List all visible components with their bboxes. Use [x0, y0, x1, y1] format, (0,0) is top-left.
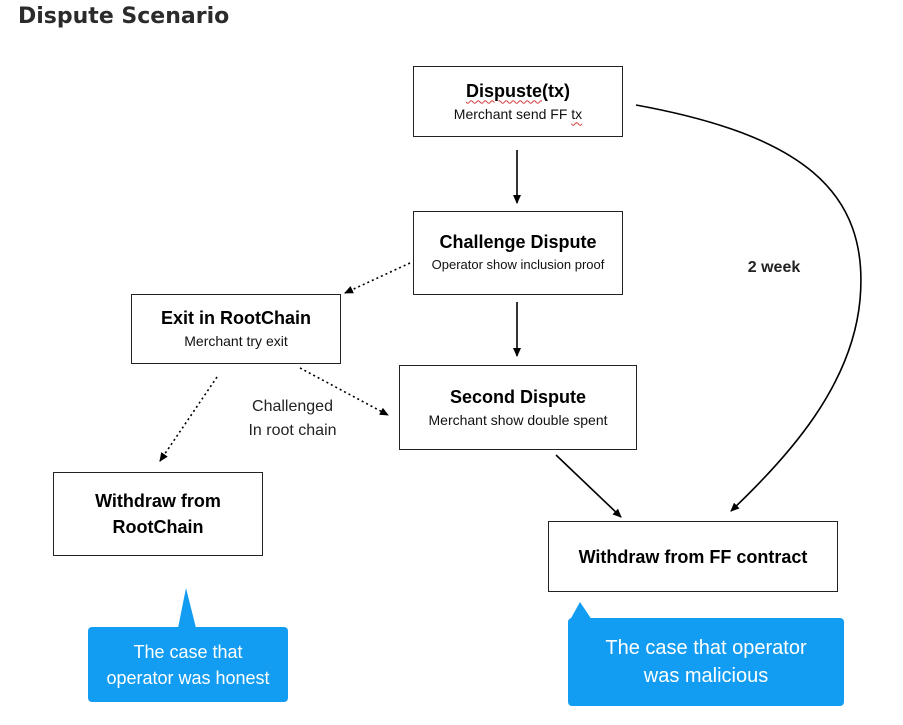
malicious-callout-line1: The case that operator — [605, 637, 807, 659]
second-dispute-box: Second Dispute Merchant show double spen… — [399, 365, 637, 450]
withdraw-rootchain-box: Withdraw from RootChain — [53, 472, 263, 556]
dispute-title: Dispuste(tx) — [466, 80, 570, 102]
exit-rootchain-box: Exit in RootChain Merchant try exit — [131, 294, 341, 364]
honest-callout-line2: operator was honest — [106, 667, 270, 688]
arrow-exit-to-withdraw-root — [159, 376, 218, 462]
second-dispute-subtitle: Merchant show double spent — [428, 411, 608, 428]
honest-callout-line1: The case that — [133, 641, 243, 662]
dispute-subtitle-main: Merchant send FF — [453, 105, 572, 122]
two-week-label: 2 week — [747, 259, 801, 276]
dispute-title-main: Dispuste — [465, 80, 543, 101]
dispute-box: Dispuste(tx) Merchant send FF tx — [413, 66, 623, 137]
withdraw-rootchain-line2: RootChain — [112, 517, 204, 537]
challenged-label-line1: Challenged — [252, 398, 333, 415]
dispute-subtitle: Merchant send FF tx — [454, 104, 582, 124]
withdraw-ff-box: Withdraw from FF contract — [548, 521, 838, 592]
callout-tail-honest — [178, 588, 196, 628]
challenge-dispute-box: Challenge Dispute Operator show inclusio… — [413, 211, 623, 295]
arrow-challenge-to-exit — [344, 262, 411, 294]
malicious-callout: The case that operator was malicious — [568, 618, 844, 706]
arrow-dispute-to-withdraw-ff — [635, 104, 862, 512]
challenged-label-line2: In root chain — [248, 422, 337, 439]
honest-callout: The case that operator was honest — [88, 627, 288, 702]
dispute-title-suffix: (tx) — [542, 80, 571, 101]
exit-rootchain-title: Exit in RootChain — [161, 308, 311, 328]
second-dispute-title: Second Dispute — [449, 386, 587, 407]
dispute-subtitle-suffix: tx — [571, 105, 583, 122]
challenge-dispute-subtitle: Operator show inclusion proof — [431, 257, 605, 272]
malicious-callout-line2: was malicious — [643, 665, 769, 687]
withdraw-rootchain-line1: Withdraw from — [95, 491, 221, 511]
page-title: Dispute Scenario — [18, 4, 230, 29]
withdraw-ff-title: Withdraw from FF contract — [578, 546, 808, 567]
callout-tail-malicious — [570, 602, 592, 620]
challenged-label: Challenged In root chain — [225, 395, 360, 443]
arrow-second-to-withdraw-ff — [555, 454, 622, 518]
challenge-dispute-title: Challenge Dispute — [439, 232, 597, 252]
exit-rootchain-subtitle: Merchant try exit — [184, 333, 288, 349]
arrow-exit-to-second — [299, 367, 389, 416]
